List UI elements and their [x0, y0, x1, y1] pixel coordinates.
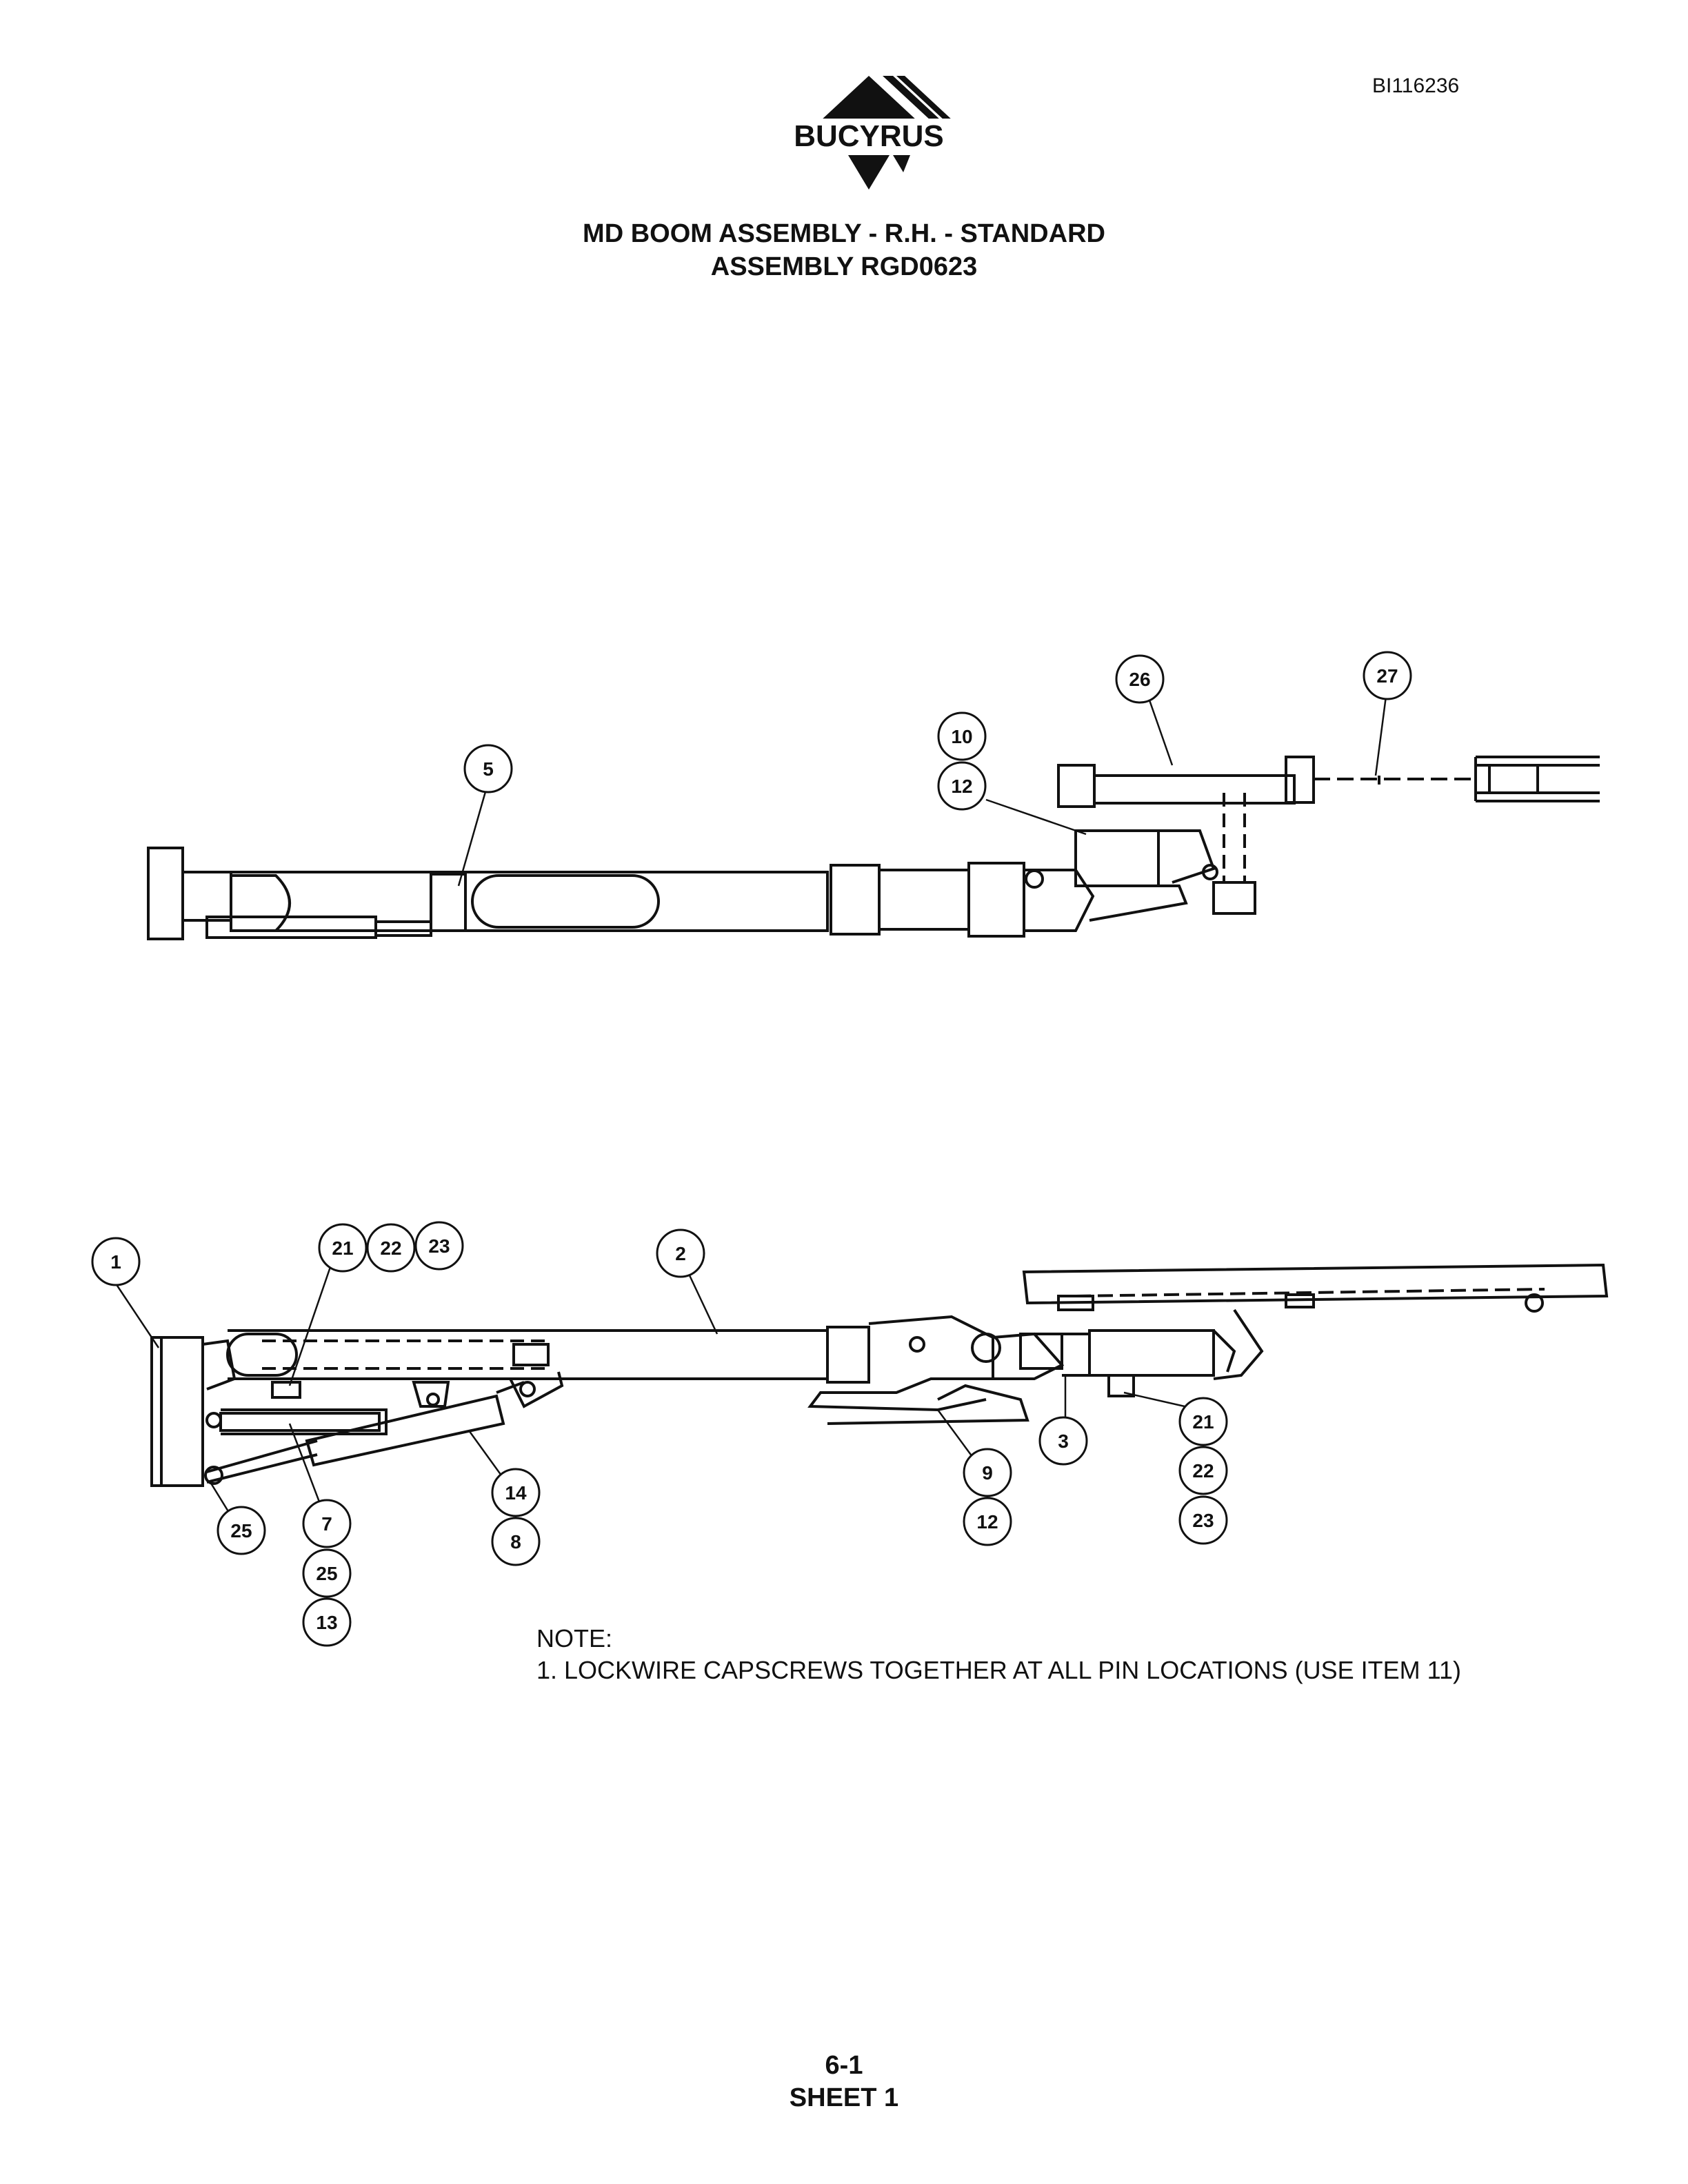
callout-21-left: 21 — [318, 1223, 368, 1273]
callout-14: 14 — [491, 1468, 541, 1517]
svg-text:22: 22 — [1192, 1460, 1214, 1482]
page-number: 6-1 — [825, 2051, 863, 2080]
callout-3: 3 — [1038, 1416, 1088, 1466]
svg-text:BUCYRUS: BUCYRUS — [794, 119, 944, 153]
callout-12-bottom: 12 — [963, 1497, 1012, 1546]
svg-text:27: 27 — [1376, 665, 1398, 687]
sheet-number: SHEET 1 — [789, 2083, 899, 2112]
svg-text:22: 22 — [380, 1237, 401, 1259]
callout-21-right: 21 — [1178, 1397, 1228, 1446]
svg-text:9: 9 — [982, 1462, 993, 1484]
svg-text:1: 1 — [110, 1251, 121, 1273]
callout-8: 8 — [491, 1517, 541, 1566]
bucyrus-logo: BUCYRUS — [772, 76, 965, 190]
callout-23-right: 23 — [1178, 1495, 1228, 1545]
callout-22-left: 22 — [366, 1223, 416, 1273]
callout-9: 9 — [963, 1448, 1012, 1497]
callout-1: 1 — [91, 1237, 141, 1286]
assembly-number: ASSEMBLY RGD0623 — [710, 252, 978, 281]
svg-text:5: 5 — [483, 758, 494, 780]
svg-text:7: 7 — [321, 1513, 332, 1535]
callout-27: 27 — [1363, 651, 1412, 700]
svg-text:21: 21 — [1192, 1411, 1214, 1433]
svg-text:12: 12 — [976, 1511, 998, 1533]
callout-2: 2 — [656, 1228, 705, 1278]
callout-5: 5 — [463, 744, 513, 793]
svg-text:23: 23 — [428, 1235, 450, 1257]
svg-text:14: 14 — [505, 1482, 527, 1504]
callout-26: 26 — [1115, 654, 1165, 704]
svg-text:10: 10 — [951, 726, 972, 747]
callout-22-right: 22 — [1178, 1446, 1228, 1495]
svg-text:13: 13 — [316, 1612, 337, 1633]
svg-text:2: 2 — [675, 1243, 686, 1264]
callout-13: 13 — [302, 1597, 352, 1647]
callout-10: 10 — [937, 711, 987, 761]
svg-text:8: 8 — [510, 1531, 521, 1553]
document-id: BI116236 — [1372, 74, 1460, 97]
svg-text:21: 21 — [332, 1237, 353, 1259]
svg-text:23: 23 — [1192, 1510, 1214, 1531]
svg-text:25: 25 — [316, 1563, 337, 1584]
note-heading: NOTE: — [536, 1624, 613, 1652]
note-line-1: 1. LOCKWIRE CAPSCREWS TOGETHER AT ALL PI… — [536, 1656, 1461, 1684]
callout-25-stack: 25 — [302, 1548, 352, 1598]
callout-25-left: 25 — [217, 1506, 266, 1555]
callout-23-left: 23 — [414, 1221, 464, 1271]
callout-7: 7 — [302, 1499, 352, 1548]
drawing-title: MD BOOM ASSEMBLY - R.H. - STANDARD — [583, 219, 1105, 248]
svg-text:26: 26 — [1129, 669, 1150, 690]
svg-text:25: 25 — [230, 1520, 252, 1541]
svg-text:3: 3 — [1058, 1430, 1069, 1452]
svg-text:12: 12 — [951, 776, 972, 797]
callout-12: 12 — [937, 761, 987, 811]
